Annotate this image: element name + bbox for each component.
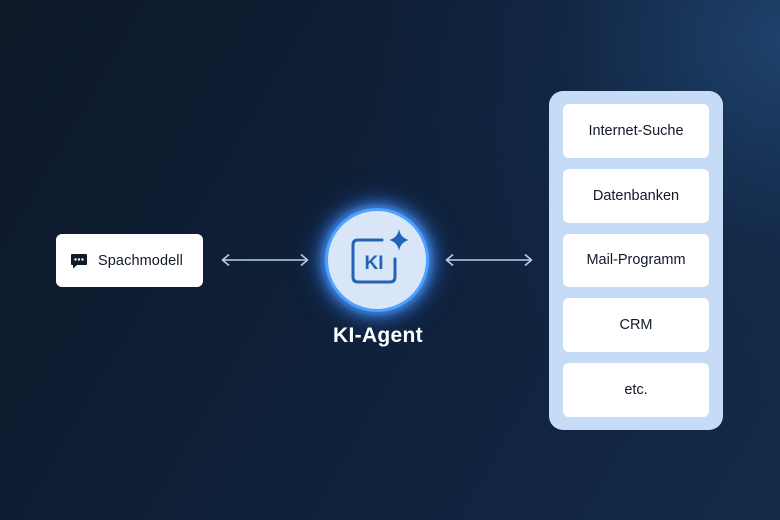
ai-sparkle-icon: KI xyxy=(351,229,409,284)
agent-node xyxy=(325,208,429,312)
tool-etc: etc. xyxy=(563,363,709,417)
agent-badge-text: KI xyxy=(365,253,384,274)
chat-bubble-icon xyxy=(71,253,87,268)
language-model-label: Spachmodell xyxy=(98,252,183,269)
bidirectional-arrow-left xyxy=(221,253,309,267)
tool-internet-search: Internet-Suche xyxy=(563,104,709,158)
agent-title: KI-Agent xyxy=(333,324,423,347)
tool-mail-program: Mail-Programm xyxy=(563,233,709,288)
language-model-node: Spachmodell xyxy=(56,234,203,287)
tool-crm: CRM xyxy=(563,298,709,353)
tools-panel: Internet-Suche Datenbanken Mail-Programm… xyxy=(549,91,723,430)
bidirectional-arrow-right xyxy=(445,253,533,267)
tool-databases: Datenbanken xyxy=(563,168,709,223)
